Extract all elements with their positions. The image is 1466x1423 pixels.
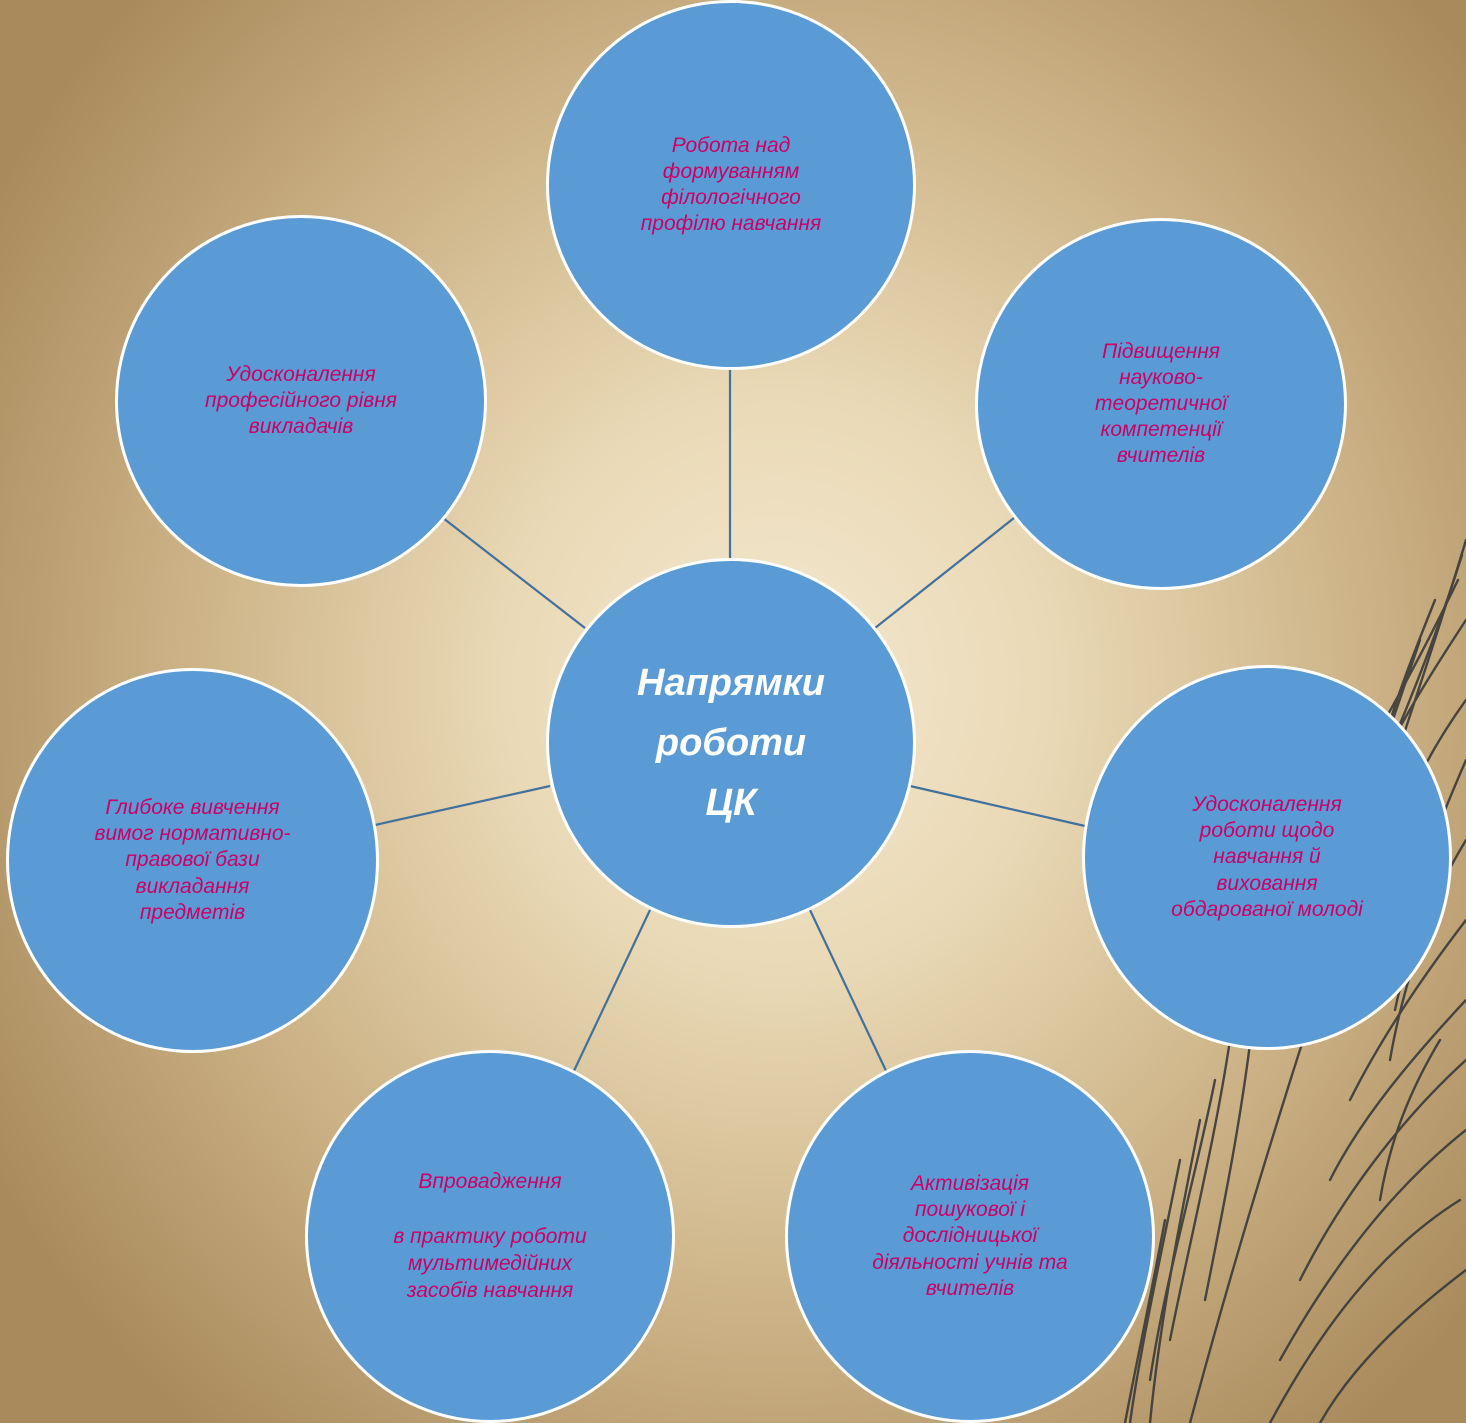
topic-label: Удосконалення професійного рівня виклада… <box>205 362 397 439</box>
topic-node-lower-right: Активізація пошукової і дослідницької ді… <box>785 1050 1155 1423</box>
connector-upper-right <box>874 517 1015 629</box>
connector-upper-left <box>442 517 586 629</box>
topic-label: Активізація пошукової і дослідницької ді… <box>872 1172 1068 1300</box>
center-node: Напрямки роботи ЦК <box>546 558 916 928</box>
connector-right <box>909 784 1086 828</box>
connector-lower-right <box>809 909 889 1076</box>
topic-label: Глибоке вивчення вимог нормативно- право… <box>94 796 291 924</box>
topic-node-left: Глибоке вивчення вимог нормативно- право… <box>6 668 379 1053</box>
center-label: Напрямки роботи ЦК <box>637 661 825 825</box>
topic-node-lower-left: Впровадження в практику роботи мультимед… <box>305 1050 675 1423</box>
topic-node-right: Удосконалення роботи щодо навчання й вих… <box>1082 665 1452 1050</box>
topic-node-upper-left: Удосконалення професійного рівня виклада… <box>115 215 487 587</box>
connector-left <box>374 784 551 827</box>
topic-label: Робота над формуванням філологічного про… <box>640 133 822 236</box>
topic-node-upper-right: Підвищення науково- теоретичної компетен… <box>975 218 1347 590</box>
connector-lower-left <box>571 909 651 1076</box>
topic-label: Удосконалення роботи щодо навчання й вих… <box>1171 793 1363 921</box>
topic-label: Впровадження в практику роботи мультимед… <box>393 1170 587 1303</box>
topic-label: Підвищення науково- теоретичної компетен… <box>1095 339 1227 468</box>
topic-node-top: Робота над формуванням філологічного про… <box>546 0 916 370</box>
